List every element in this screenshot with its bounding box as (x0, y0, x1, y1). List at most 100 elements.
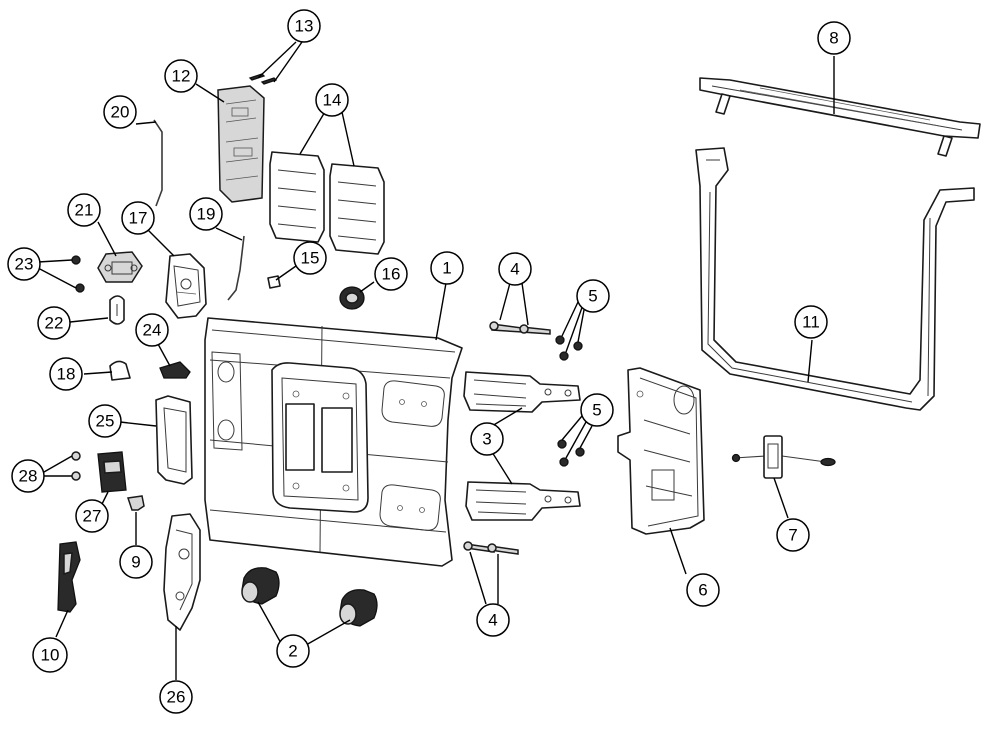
callout-label: 18 (57, 365, 76, 384)
leader-18 (83, 371, 113, 375)
part-rod-20 (153, 119, 163, 207)
callout-label: 19 (197, 205, 216, 224)
callout-label: 21 (75, 201, 94, 220)
leader-6 (669, 527, 687, 575)
callout-circle (67, 193, 101, 227)
callout-16: 16 (374, 257, 408, 291)
callout-circle (135, 313, 169, 347)
part-nuts-28 (71, 451, 81, 481)
callout-label: 24 (143, 321, 162, 340)
callout-circle (103, 95, 137, 129)
leader-4b (521, 282, 529, 326)
leader-lines (37, 41, 835, 680)
callout-circle (817, 21, 851, 55)
callout-25: 25 (88, 404, 122, 438)
callout-circle (374, 257, 408, 291)
callout-circle (189, 197, 223, 231)
part-hinges (463, 371, 581, 521)
callout-circle (159, 680, 193, 714)
callout-circle (470, 422, 504, 456)
leader-5f (565, 421, 587, 459)
callout-21: 21 (67, 193, 101, 227)
leader-5a (561, 301, 579, 337)
callout-circle (75, 499, 109, 533)
callout-circle (121, 201, 155, 235)
leader-2a (257, 601, 283, 646)
part-bump-stops (241, 567, 378, 627)
callout-6: 6 (686, 573, 720, 607)
leader-5c (565, 301, 585, 353)
leader-4a (499, 282, 511, 321)
callout-circle (164, 59, 198, 93)
part-side-bracket (617, 367, 705, 535)
callout-label: 6 (698, 581, 707, 600)
leader-10 (55, 609, 69, 638)
leader-11 (807, 339, 813, 383)
leader-23a (37, 259, 73, 263)
part-screws-23 (71, 255, 85, 293)
leader-13a (257, 41, 297, 79)
leader-21 (97, 221, 117, 257)
leader-28a (43, 455, 73, 473)
callout-circle (576, 279, 610, 313)
callout-label: 13 (295, 17, 314, 36)
callout-18: 18 (49, 357, 83, 391)
part-rod-19 (227, 235, 245, 301)
leader-13b (273, 41, 303, 83)
part-handle-bracket (57, 541, 81, 613)
callout-circle (293, 241, 327, 275)
callout-label: 2 (288, 642, 297, 661)
callout-9: 9 (119, 545, 153, 579)
part-nuts (555, 335, 585, 467)
leader-24 (157, 343, 171, 367)
callout-label: 4 (510, 260, 519, 279)
leader-1 (435, 282, 447, 341)
callout-1: 1 (430, 251, 464, 285)
callout-label: 25 (96, 412, 115, 431)
callout-label: 11 (802, 313, 820, 332)
leader-15 (275, 265, 297, 281)
callout-circle (686, 573, 720, 607)
part-cover-plate (97, 451, 127, 493)
callout-label: 22 (45, 314, 64, 333)
callout-11: 11 (794, 305, 828, 339)
callout-19: 19 (189, 197, 223, 231)
leader-5e (579, 425, 593, 449)
callout-label: 12 (172, 67, 191, 86)
part-bracket-25 (155, 395, 193, 485)
callout-5b: 5 (580, 393, 614, 427)
callout-label: 14 (323, 91, 342, 110)
part-latch-plate (97, 251, 143, 283)
callout-circle (119, 545, 153, 579)
part-clip-22 (109, 295, 125, 325)
callout-23: 23 (7, 247, 41, 281)
callout-circle (276, 634, 310, 668)
callout-3: 3 (470, 422, 504, 456)
part-latch-actuator (165, 253, 207, 319)
callout-label: 7 (788, 526, 797, 545)
callout-circle (776, 518, 810, 552)
callout-8: 8 (817, 21, 851, 55)
callout-label: 16 (382, 265, 401, 284)
callout-label: 8 (829, 29, 838, 48)
callout-circle (580, 393, 614, 427)
leader-5d (561, 415, 583, 441)
callout-label: 26 (167, 688, 186, 707)
callout-circle (476, 603, 510, 637)
leader-23b (37, 267, 77, 289)
callout-5a: 5 (576, 279, 610, 313)
callout-14: 14 (315, 83, 349, 117)
part-striker-assembly (731, 435, 836, 479)
leader-5b (577, 309, 585, 343)
callout-20: 20 (103, 95, 137, 129)
callout-circle (315, 83, 349, 117)
leader-7 (773, 477, 789, 519)
leader-17 (147, 229, 175, 257)
callout-circle (32, 637, 68, 673)
callout-label: 17 (129, 209, 148, 228)
part-top-header-bar (699, 77, 981, 157)
callout-circle (7, 247, 41, 281)
leader-2b (305, 619, 351, 646)
leader-14b (341, 111, 355, 167)
